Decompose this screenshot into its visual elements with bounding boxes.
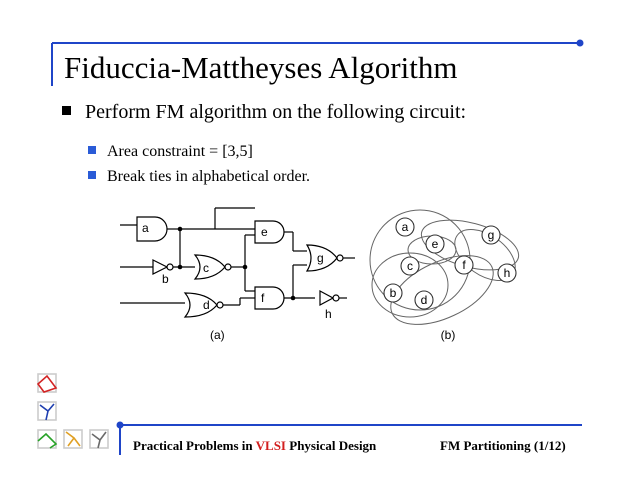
square-bullet-icon (62, 106, 71, 115)
bullet-main-text: Perform FM algorithm on the following ci… (85, 101, 467, 123)
node-label-a: a (402, 220, 409, 234)
sub-bullet-text: Area constraint = [3,5] (107, 143, 253, 160)
footer-vlsi: VLSI (255, 438, 286, 453)
bullet-main: Perform FM algorithm on the following ci… (62, 101, 466, 124)
gate-label-e: e (261, 225, 268, 239)
decor-grid-logo (36, 373, 109, 449)
circuit-caption: (a) (210, 328, 225, 342)
square-bullet-icon (88, 146, 96, 154)
gate-label-c: c (203, 261, 209, 275)
gate-label-h: h (325, 307, 332, 321)
node-label-c: c (407, 259, 413, 273)
square-bullet-icon (88, 171, 96, 179)
footer-course: Practical Problems in VLSI Physical Desi… (133, 438, 376, 454)
gate-label-a: a (142, 221, 149, 235)
gate-label-f: f (261, 291, 265, 305)
footer-page: FM Partitioning (1/12) (440, 438, 566, 453)
node-label-d: d (421, 293, 428, 307)
sub-bullet-area: Area constraint = [3,5] (88, 143, 253, 161)
slide-title: Fiduccia-Mattheyses Algorithm (64, 50, 458, 85)
node-label-f: f (462, 258, 466, 272)
node-label-h: h (504, 266, 511, 280)
sub-bullet-ties: Break ties in alphabetical order. (88, 168, 310, 186)
node-label-b: b (390, 286, 397, 300)
circuit-diagram: a b c d e f g h (a) (120, 207, 355, 342)
hypergraph-diagram: a e g c f h b d (b) (369, 209, 520, 342)
gate-label-d: d (203, 298, 210, 312)
footer-course-suffix: Physical Design (286, 438, 377, 453)
node-label-g: g (488, 228, 495, 242)
sub-bullet-text: Break ties in alphabetical order. (107, 168, 311, 185)
hypergraph-caption: (b) (441, 328, 456, 342)
top-rule-dot (576, 39, 584, 47)
node-label-e: e (432, 237, 439, 251)
gate-label-b: b (162, 272, 169, 286)
gate-label-g: g (317, 251, 324, 265)
footer-course-prefix: Practical Problems in (133, 438, 256, 453)
